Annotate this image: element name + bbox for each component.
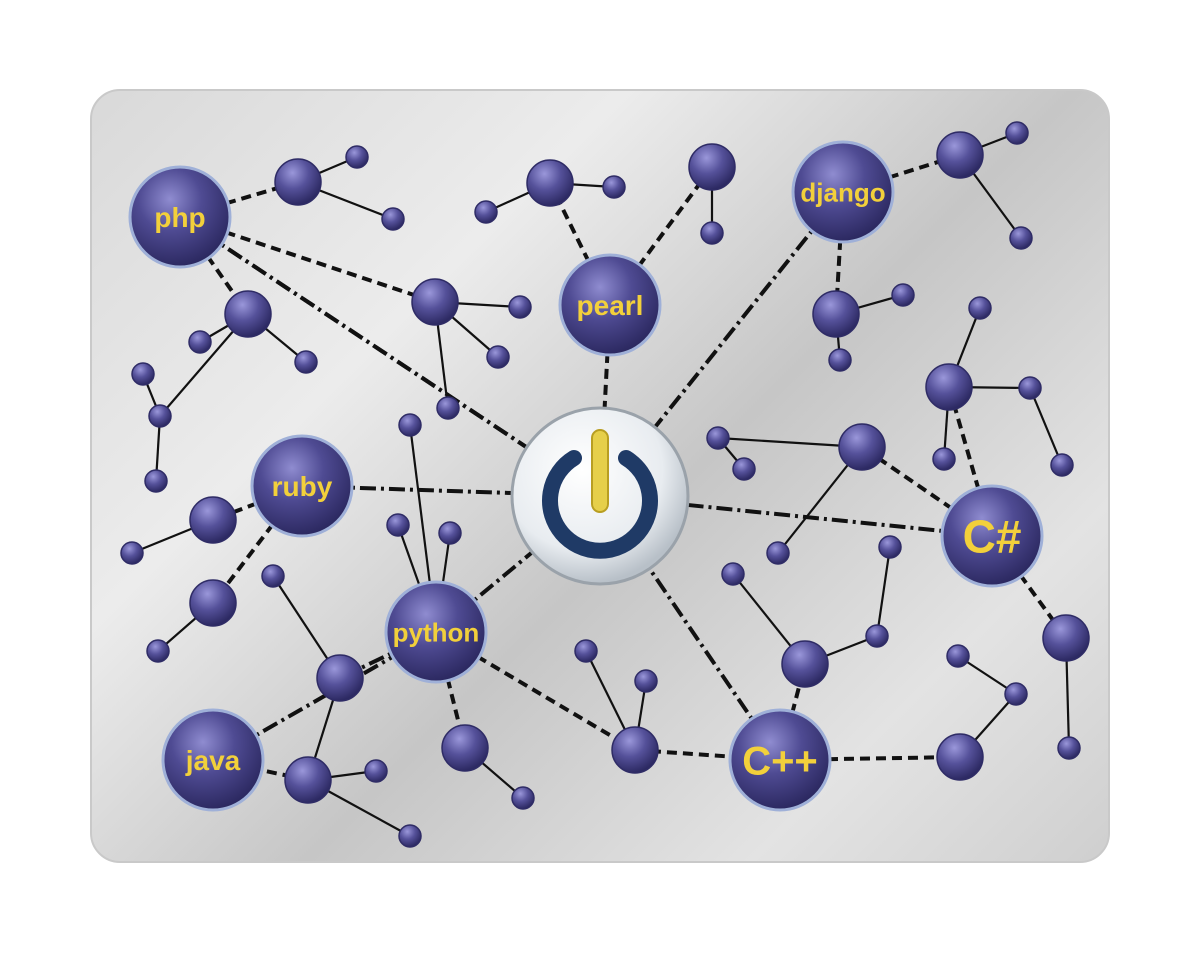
language-node-circle — [161, 708, 265, 812]
language-node-circle — [940, 484, 1044, 588]
satellite-node — [411, 278, 459, 326]
satellite-node — [936, 733, 984, 781]
satellite-node — [146, 639, 170, 663]
satellite-node — [274, 158, 322, 206]
language-node-circle — [128, 165, 232, 269]
satellite-node — [438, 521, 462, 545]
connection-line — [1028, 387, 1064, 466]
satellite-node — [364, 759, 388, 783]
satellite-node — [1057, 736, 1081, 760]
satellite-node — [441, 724, 489, 772]
satellite-node — [189, 579, 237, 627]
satellite-node — [936, 131, 984, 179]
satellite-nodes — [120, 121, 1090, 848]
satellite-node — [721, 562, 745, 586]
satellite-node — [508, 295, 532, 319]
satellite-node — [261, 564, 285, 588]
language-label: ruby — [272, 471, 333, 502]
language-node-ruby[interactable]: ruby — [250, 434, 354, 538]
language-label: C++ — [742, 739, 818, 783]
satellite-node — [386, 513, 410, 537]
satellite-node — [148, 404, 172, 428]
satellite-node — [188, 330, 212, 354]
language-label: django — [800, 177, 885, 207]
satellite-node — [766, 541, 790, 565]
satellite-node — [486, 345, 510, 369]
language-label: python — [393, 617, 480, 647]
satellite-node — [1009, 226, 1033, 250]
satellite-node — [732, 457, 756, 481]
satellite-node — [891, 283, 915, 307]
satellite-node — [284, 756, 332, 804]
satellite-node — [511, 786, 535, 810]
language-label: java — [185, 745, 241, 776]
satellite-node — [316, 654, 364, 702]
satellite-node — [474, 200, 498, 224]
satellite-node — [602, 175, 626, 199]
connection-line — [860, 445, 994, 538]
language-node-circle — [728, 708, 832, 812]
satellite-node — [688, 143, 736, 191]
satellite-node — [574, 639, 598, 663]
satellite-node — [224, 290, 272, 338]
satellite-node — [345, 145, 369, 169]
language-node-csharp[interactable]: C# — [940, 484, 1044, 588]
connection-line — [608, 165, 714, 307]
satellite-node — [398, 413, 422, 437]
satellite-node — [1005, 121, 1029, 145]
language-node-pearl[interactable]: pearl — [558, 253, 662, 357]
language-node-circle — [558, 253, 662, 357]
language-node-cpp[interactable]: C++ — [728, 708, 832, 812]
satellite-node — [144, 469, 168, 493]
satellite-node — [946, 644, 970, 668]
satellite-node — [120, 541, 144, 565]
satellite-node — [294, 350, 318, 374]
power-hub[interactable] — [510, 406, 690, 586]
connection-line — [779, 755, 961, 762]
satellite-node — [781, 640, 829, 688]
satellite-node — [838, 423, 886, 471]
satellite-node — [706, 426, 730, 450]
language-node-circle — [791, 140, 895, 244]
satellite-node — [526, 159, 574, 207]
satellite-node — [1042, 614, 1090, 662]
connection-line — [875, 546, 892, 637]
satellite-node — [1004, 682, 1028, 706]
connection-line — [301, 484, 601, 498]
satellite-node — [189, 496, 237, 544]
connection-line — [179, 215, 436, 304]
language-node-circle — [384, 580, 488, 684]
language-node-circle — [250, 434, 354, 538]
satellite-node — [381, 207, 405, 231]
satellite-node — [968, 296, 992, 320]
satellite-node — [828, 348, 852, 372]
satellite-node — [700, 221, 724, 245]
satellite-node — [634, 669, 658, 693]
language-node-php[interactable]: php — [128, 165, 232, 269]
satellite-node — [932, 447, 956, 471]
satellite-node — [611, 726, 659, 774]
language-node-java[interactable]: java — [161, 708, 265, 812]
satellite-node — [131, 362, 155, 386]
satellite-node — [1018, 376, 1042, 400]
satellite-node — [812, 290, 860, 338]
satellite-node — [878, 535, 902, 559]
language-label: php — [154, 202, 205, 233]
satellite-node — [436, 396, 460, 420]
satellite-node — [925, 363, 973, 411]
satellite-node — [865, 624, 889, 648]
language-label: pearl — [577, 290, 644, 321]
satellite-node — [398, 824, 422, 848]
language-node-django[interactable]: django — [791, 140, 895, 244]
satellite-node — [1050, 453, 1074, 477]
language-label: C# — [963, 511, 1022, 563]
language-node-python[interactable]: python — [384, 580, 488, 684]
power-icon — [542, 450, 658, 559]
connection-line — [717, 436, 863, 449]
